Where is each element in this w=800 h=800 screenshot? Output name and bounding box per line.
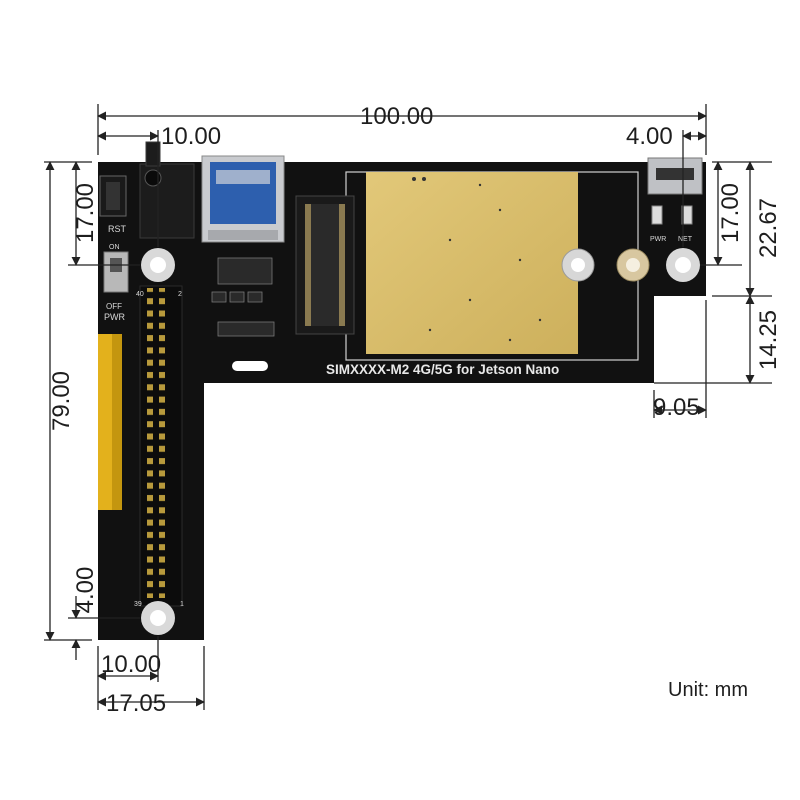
module-dots	[412, 177, 542, 342]
yellow-header	[98, 334, 122, 510]
mounting-hole-right	[666, 248, 700, 282]
pin-39-label: 39	[134, 601, 142, 608]
pwr-led-label: PWR	[650, 236, 666, 243]
smd-components	[211, 257, 275, 337]
dim-bottom-hole-x: 10.00	[101, 651, 161, 678]
off-label: OFF	[106, 302, 122, 311]
pin-40-label: 40	[136, 291, 144, 298]
power-switch	[103, 251, 129, 293]
rst-label: RST	[108, 224, 127, 234]
gpio-pins	[144, 288, 168, 598]
dim-bottom-hole-vertical: 4.00	[72, 567, 99, 614]
dim-hole-left-offset: 10.00	[161, 123, 221, 150]
net-led	[681, 205, 693, 225]
dim-bottom-width: 17.05	[106, 690, 166, 717]
dim-left-top-hole: 17.00	[72, 183, 99, 243]
dim-notch-height: 14.25	[755, 310, 782, 370]
on-label: ON	[109, 244, 120, 251]
usb-port	[201, 155, 285, 243]
dim-width-total: 100.00	[360, 103, 433, 130]
net-led-label: NET	[678, 236, 693, 243]
pin-1-label: 1	[180, 601, 184, 608]
standoff-silver	[561, 248, 595, 282]
pwr-label: PWR	[104, 312, 125, 322]
audio-jack	[139, 141, 195, 239]
dim-hole-right-offset: 4.00	[626, 123, 673, 150]
mounting-hole-bottom-left	[141, 601, 175, 635]
board-title: SIMXXXX-M2 4G/5G for Jetson Nano	[326, 362, 559, 377]
mounting-hole-top-left	[141, 248, 175, 282]
board-slot	[232, 361, 268, 371]
micro-usb-slot	[656, 168, 694, 180]
unit-label: Unit: mm	[668, 679, 748, 701]
dim-height-total: 79.00	[48, 371, 75, 431]
dim-notch-width: 9.05	[653, 394, 700, 421]
dimension-lines	[44, 104, 772, 710]
dim-right-height: 22.67	[755, 198, 782, 258]
pin-2-label: 2	[178, 291, 182, 298]
dim-right-top-hole: 17.00	[717, 183, 744, 243]
m2-connector	[295, 195, 355, 335]
pwr-led	[651, 205, 663, 225]
gold-module	[366, 172, 578, 354]
standoff-brass	[616, 248, 650, 282]
rst-button	[99, 175, 127, 217]
